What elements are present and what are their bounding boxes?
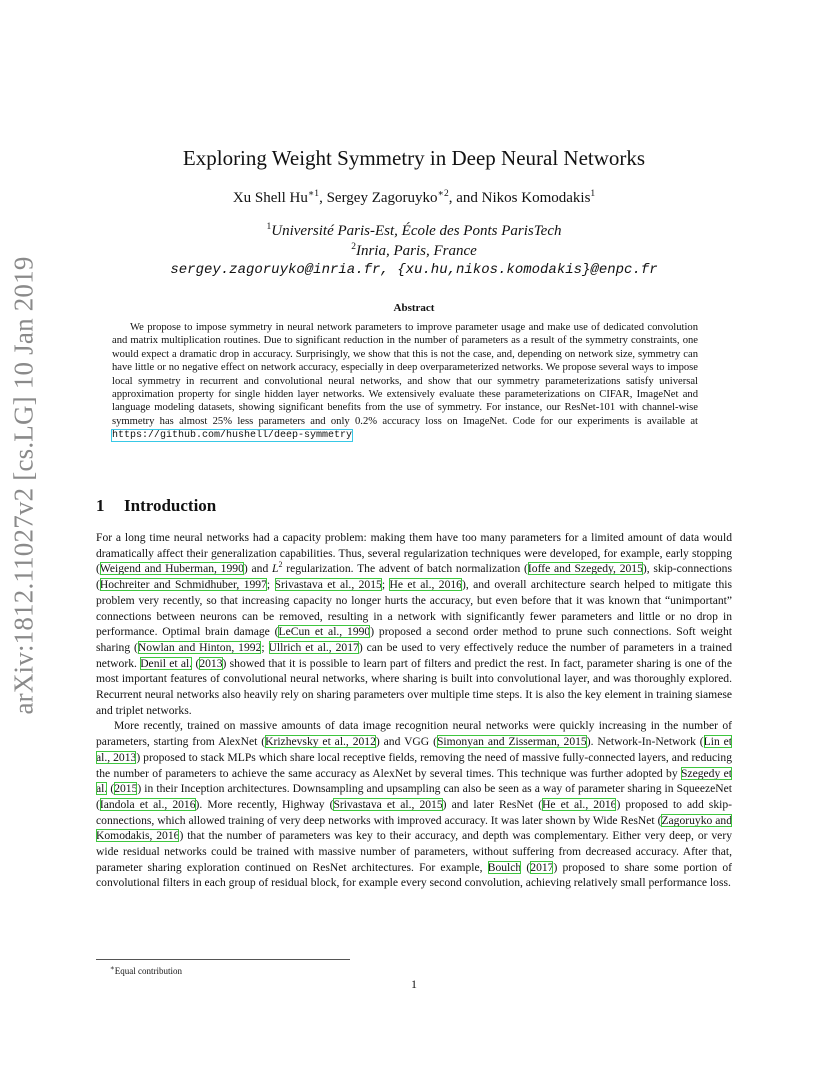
body-text: ) and VGG (	[375, 735, 437, 749]
body-text: (	[107, 782, 115, 796]
author-mark: ∗2	[437, 189, 449, 199]
body-text: ), skip-connections (	[96, 562, 732, 592]
section-title: Introduction	[124, 496, 217, 515]
citation-link[interactable]: Hochreiter and Schmidhuber, 1997	[99, 578, 267, 592]
affiliation-text: Inria, Paris, France	[355, 243, 477, 259]
body-text: (	[192, 656, 200, 670]
body-text: ). More recently, Highway (	[195, 797, 334, 811]
citation-link[interactable]: Denil et al.	[140, 656, 193, 670]
citation-link[interactable]: Lin et al., 2013	[96, 735, 732, 764]
body-text: ) can be used to very effectively reduce…	[96, 640, 732, 670]
author-name: Sergey Zagoruyko	[326, 190, 438, 206]
footnote-text: Equal contribution	[114, 966, 183, 976]
affiliation-1: 1Université Paris-Est, École des Ponts P…	[0, 222, 828, 240]
citation-link[interactable]: Ullrich et al., 2017	[268, 640, 359, 654]
citation-link[interactable]: Boulch	[487, 860, 522, 874]
citation-link[interactable]: He et al., 2016	[389, 578, 462, 592]
body-text: ) proposed a second order method to prun…	[96, 625, 732, 654]
author-mark: 1	[590, 189, 596, 199]
page-number: 1	[411, 977, 417, 991]
body-text: For a long time neural networks had a ca…	[96, 531, 732, 576]
body-text: ;	[261, 640, 269, 654]
abstract-body: We propose to impose symmetry in neural …	[110, 321, 698, 443]
body-text: ), and overall architecture search helpe…	[96, 578, 733, 639]
citation-link[interactable]: Iandola et al., 2016	[99, 797, 196, 811]
affiliation-mark: 1	[266, 222, 272, 232]
affiliation-2: 2Inria, Paris, France	[0, 242, 828, 260]
footnote: ∗Equal contribution	[110, 964, 182, 976]
author-name: Xu Shell Hu	[232, 190, 308, 206]
body-text: (	[521, 860, 531, 874]
author-mark: ∗1	[307, 189, 320, 199]
body-text: regularization. The advent of batch norm…	[282, 562, 528, 576]
introduction-body: For a long time neural networks had a ca…	[96, 530, 732, 891]
body-text: ) proposed to share some portion of conv…	[96, 860, 732, 890]
intro-paragraph-2: More recently, trained on massive amount…	[96, 718, 732, 891]
author-separator: ,	[319, 190, 327, 206]
abstract-text: We propose to impose symmetry in neural …	[112, 322, 698, 427]
body-text: ) showed that it is possible to learn pa…	[96, 656, 733, 717]
body-text: ) and later ResNet (	[442, 797, 543, 811]
body-text: ) that the number of parameters was key …	[96, 829, 732, 874]
citation-link[interactable]: Srivastava et al., 2015	[274, 578, 382, 592]
citation-link[interactable]: Nowlan and Hinton, 1992	[137, 640, 262, 654]
author-emails: sergey.zagoruyko@inria.fr, {xu.hu,nikos.…	[170, 262, 658, 278]
body-text: ) proposed to stack MLPs which share loc…	[96, 750, 732, 780]
footnote-rule	[96, 959, 350, 960]
body-text: L	[272, 562, 279, 576]
footnote-mark: ∗	[110, 964, 115, 972]
code-repo-link[interactable]: https://github.com/hushell/deep-symmetry	[110, 429, 354, 443]
body-text: ) and	[243, 562, 273, 576]
body-text: ;	[381, 578, 390, 592]
author-name: Nikos Komodakis	[481, 190, 591, 206]
citation-link[interactable]: 2017	[530, 860, 554, 874]
body-text: ) proposed to add skip-connections, whic…	[96, 797, 732, 827]
affiliation-text: Université Paris-Est, École des Ponts Pa…	[271, 223, 562, 239]
section-heading-introduction: 1 Introduction	[96, 496, 216, 516]
intro-paragraph-1: For a long time neural networks had a ca…	[96, 530, 732, 718]
citation-link[interactable]: Zagoruyko and Komodakis, 2016	[96, 813, 732, 843]
citation-link[interactable]: Ioffe and Szegedy, 2015	[527, 562, 643, 576]
citation-link[interactable]: 2013	[199, 656, 223, 670]
citation-link[interactable]: Krizhevsky et al., 2012	[265, 735, 376, 749]
body-text: ;	[266, 578, 275, 592]
affiliation-mark: 2	[351, 242, 356, 252]
abstract-heading: Abstract	[393, 302, 435, 314]
arxiv-id-text: arXiv:1812.11027v2 [cs.LG] 10 Jan 2019	[8, 255, 39, 715]
body-text: 2	[278, 560, 283, 570]
section-number: 1	[96, 496, 105, 515]
body-text: More recently, trained on massive amount…	[96, 719, 732, 749]
citation-link[interactable]: Weigend and Huberman, 1990	[99, 562, 244, 576]
body-text: ). Network-In-Network (	[586, 735, 704, 749]
author-list: Xu Shell Hu∗1, Sergey Zagoruyko∗2, and N…	[0, 188, 828, 207]
citation-link[interactable]: 2015	[114, 782, 138, 796]
arxiv-side-identifier: arXiv:1812.11027v2 [cs.LG] 10 Jan 2019	[3, 256, 45, 714]
citation-link[interactable]: He et al., 2016	[542, 797, 617, 811]
citation-link[interactable]: Szegedy et al.	[96, 766, 732, 796]
citation-link[interactable]: LeCun et al., 1990	[278, 625, 371, 639]
abstract-paragraph: We propose to impose symmetry in neural …	[110, 321, 698, 443]
paper-title: Exploring Weight Symmetry in Deep Neural…	[182, 146, 646, 170]
citation-link[interactable]: Srivastava et al., 2015	[333, 797, 443, 811]
author-separator: , and	[448, 190, 482, 206]
body-text: ) in their Inception architectures. Down…	[96, 782, 732, 811]
citation-link[interactable]: Simonyan and Zisserman, 2015	[436, 735, 587, 749]
